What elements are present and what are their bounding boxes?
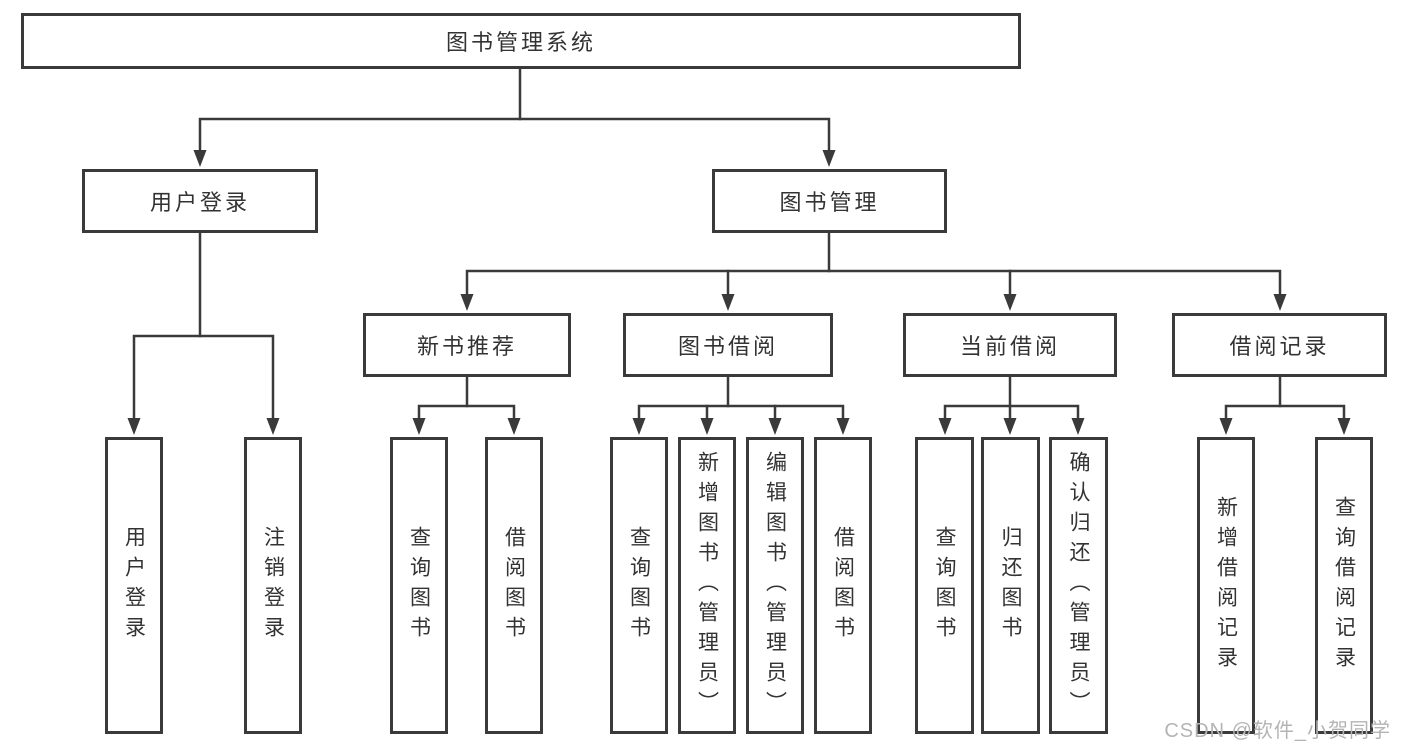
node-book-management: 图书管理 [712,169,947,233]
arrowhead [700,418,714,435]
node-book-borrowing: 图书借阅 [623,313,833,377]
leaf-current-return-book: 归还图书 [981,437,1040,734]
edge-book-management-to-level3 [460,231,1287,311]
leaf-logout: 注销登录 [244,437,302,734]
leaf-newbook-query-book: 查询图书 [390,437,448,734]
arrowhead [266,418,280,435]
edge-user-login-to-leaves [127,231,280,435]
arrowhead [193,150,207,167]
node-user-login: 用户登录 [82,169,318,233]
arrowhead [632,418,646,435]
leaf-borrowing-add-book-admin: 新增图书（管理员） [678,437,736,734]
leaf-borrowing-query-book: 查询图书 [610,437,668,734]
node-new-book-recommendation: 新书推荐 [363,313,571,377]
edge-book-borrowing-to-leaves [632,375,850,435]
arrowhead [1071,418,1085,435]
arrowhead [412,418,426,435]
arrowhead [721,294,735,311]
edge-new-book-to-leaves [412,375,521,435]
leaf-newbook-borrow-book: 借阅图书 [485,437,543,734]
node-current-borrowing: 当前借阅 [903,313,1117,377]
leaf-borrowing-edit-book-admin: 编辑图书（管理员） [746,437,804,734]
leaf-records-query-record: 查询借阅记录 [1315,437,1373,734]
arrowhead [460,294,474,311]
arrowhead [1003,294,1017,311]
node-library-management-system: 图书管理系统 [21,13,1021,69]
leaf-user-login: 用户登录 [105,437,163,734]
edge-current-borrowing-to-leaves [938,375,1085,435]
leaf-current-query-book: 查询图书 [915,437,974,734]
arrowhead [1219,418,1233,435]
arrowhead [822,150,836,167]
arrowhead [1273,294,1287,311]
arrowhead [1337,418,1351,435]
edge-root-to-level2 [193,67,836,167]
arrowhead [836,418,850,435]
arrowhead [507,418,521,435]
node-borrowing-records: 借阅记录 [1172,313,1387,377]
csdn-watermark: CSDN @软件_小贺同学 [1164,720,1391,742]
arrowhead [1003,418,1017,435]
arrowhead [768,418,782,435]
arrowhead [938,418,952,435]
leaf-current-confirm-return-admin: 确认归还（管理员） [1049,437,1108,734]
arrowhead [127,418,141,435]
leaf-borrowing-borrow-book: 借阅图书 [814,437,872,734]
edge-borrowing-records-to-leaves [1219,375,1351,435]
leaf-records-add-record: 新增借阅记录 [1197,437,1255,734]
